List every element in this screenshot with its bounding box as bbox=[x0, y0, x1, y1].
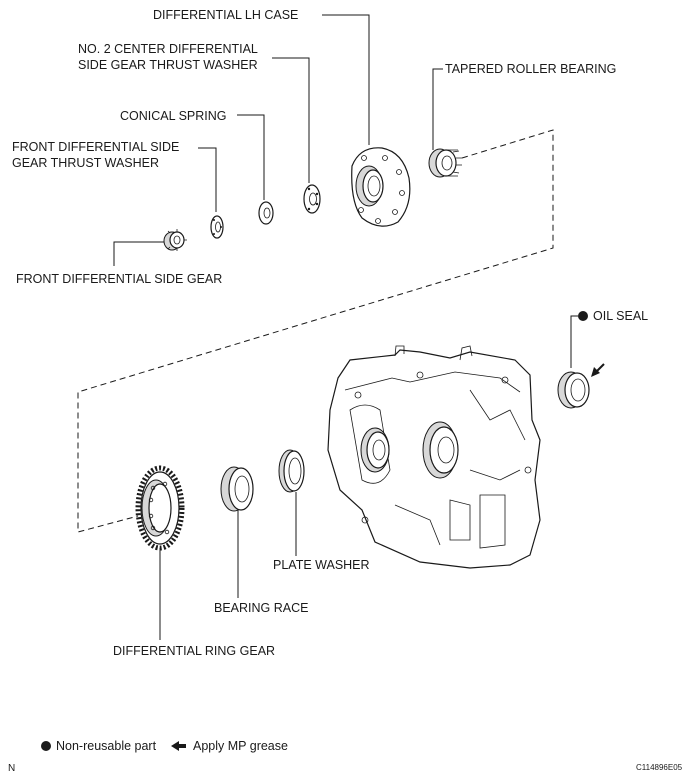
corner-letter: N bbox=[8, 763, 15, 774]
label-differential-ring-gear: DIFFERENTIAL RING GEAR bbox=[113, 644, 275, 658]
label-bearing-race: BEARING RACE bbox=[214, 601, 308, 615]
bearing-race-part bbox=[220, 466, 254, 512]
footer: N C114896E05 bbox=[8, 763, 683, 774]
label-front-differential-side-gear: FRONT DIFFERENTIAL SIDE GEAR bbox=[16, 272, 222, 286]
figure-code: C114896E05 bbox=[636, 763, 683, 772]
label-front-thrust-washer-line1: FRONT DIFFERENTIAL SIDE bbox=[12, 140, 179, 154]
label-no2-center-thrust-washer-line1: NO. 2 CENTER DIFFERENTIAL bbox=[78, 42, 258, 56]
label-front-thrust-washer-line2: GEAR THRUST WASHER bbox=[12, 156, 159, 170]
legend-arrow-icon bbox=[171, 741, 186, 751]
non-reusable-dot-icon bbox=[578, 311, 588, 321]
tapered-roller-bearing-part bbox=[428, 148, 462, 178]
front-differential-side-gear-part bbox=[163, 229, 187, 251]
plate-washer-part bbox=[278, 449, 305, 493]
no2-center-thrust-washer-part bbox=[303, 184, 321, 214]
oil-seal-part bbox=[557, 363, 605, 409]
legend: Non-reusable part Apply MP grease bbox=[41, 739, 288, 753]
label-plate-washer: PLATE WASHER bbox=[273, 558, 370, 572]
legend-dot-icon bbox=[41, 741, 51, 751]
part-labels: DIFFERENTIAL LH CASE NO. 2 CENTER DIFFER… bbox=[12, 8, 648, 658]
front-thrust-washer-part bbox=[210, 215, 224, 239]
legend-apply-grease-text: Apply MP grease bbox=[193, 739, 288, 753]
differential-ring-gear-part bbox=[135, 465, 185, 551]
conical-spring-part bbox=[258, 201, 274, 225]
label-no2-center-thrust-washer-line2: SIDE GEAR THRUST WASHER bbox=[78, 58, 258, 72]
differential-lh-case-part bbox=[351, 147, 411, 227]
assembly-dashed-lines bbox=[77, 129, 554, 533]
label-tapered-roller-bearing: TAPERED ROLLER BEARING bbox=[445, 62, 616, 76]
label-conical-spring: CONICAL SPRING bbox=[120, 109, 227, 123]
legend-non-reusable-text: Non-reusable part bbox=[56, 739, 157, 753]
label-oil-seal: OIL SEAL bbox=[593, 309, 648, 323]
transaxle-housing-part bbox=[327, 345, 541, 569]
label-differential-lh-case: DIFFERENTIAL LH CASE bbox=[153, 8, 298, 22]
leader-lines bbox=[113, 14, 578, 640]
